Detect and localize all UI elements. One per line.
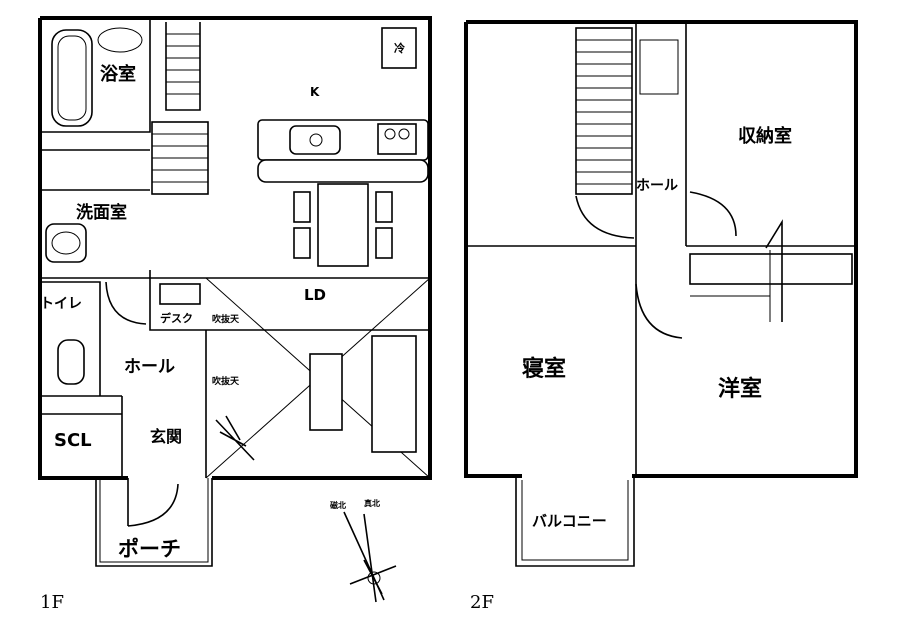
floor-label-2f: 2F — [470, 592, 494, 613]
room-label-western: 洋室 — [718, 376, 762, 402]
kitchen-counter — [257, 119, 429, 183]
1f-stairs — [151, 22, 209, 195]
room-label-washroom: 洗面室 — [76, 202, 127, 223]
2f-stairs — [575, 27, 679, 195]
room-label-storage: 収納室 — [738, 125, 792, 147]
room-label-bath: 浴室 — [100, 63, 136, 85]
first-floor-plan — [38, 16, 432, 567]
fridge — [381, 27, 417, 69]
room-label-entrance: 玄関 — [150, 427, 182, 446]
room-label-scl: SCL — [54, 430, 92, 451]
compass-label-a: 磁北 — [330, 500, 346, 510]
room-label-hall-1f: ホール — [124, 357, 175, 377]
washbasin — [45, 223, 87, 263]
porch-outline — [95, 478, 213, 567]
toilet-bowl — [57, 339, 85, 385]
room-label-bedroom: 寝室 — [522, 356, 566, 382]
bathtub — [51, 29, 93, 127]
room-label-porch: ポーチ — [118, 537, 181, 561]
second-floor-plan — [464, 20, 858, 567]
room-label-kitchen: K — [310, 85, 320, 99]
2f-outer-wall — [464, 20, 858, 478]
plant — [215, 415, 255, 461]
room-label-balcony: バルコニー — [532, 512, 607, 530]
dining-table — [293, 183, 393, 267]
note-void-2: 吹抜天 — [212, 375, 240, 387]
compass-label-b: 真北 — [364, 498, 380, 508]
room-label-ld: LD — [304, 286, 326, 304]
label-desk: デスク — [160, 311, 193, 325]
2f-closet — [689, 253, 853, 285]
low-table — [309, 353, 343, 431]
room-label-toilet: トイレ — [40, 296, 82, 312]
balcony-outline — [515, 476, 635, 567]
sofa — [371, 335, 417, 453]
desk — [159, 283, 201, 305]
note-void-1: 吹抜天 — [212, 313, 240, 325]
compass-icon: 磁北 真北 — [330, 498, 397, 603]
room-label-hall-2f: ホール — [636, 178, 678, 194]
label-fridge: 冷 — [394, 41, 405, 55]
entrance-door — [127, 478, 179, 527]
floor-label-1f: 1F — [40, 592, 64, 613]
1f-outer-wall — [38, 16, 432, 480]
